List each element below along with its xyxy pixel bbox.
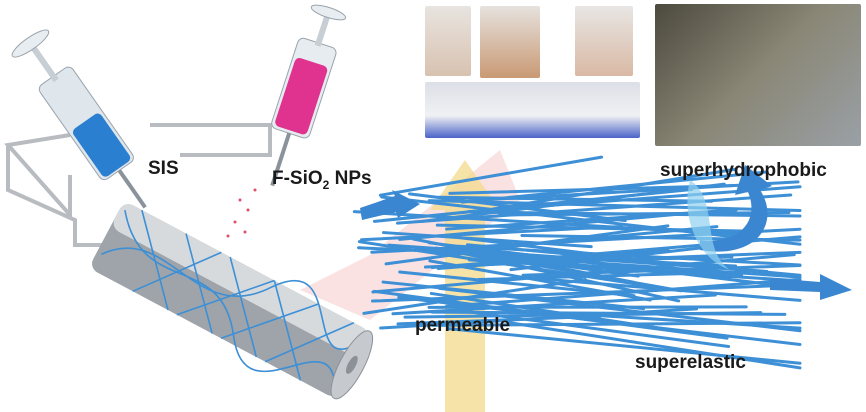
fiber xyxy=(421,182,726,223)
fiber xyxy=(514,275,802,302)
photo-hand-sensor xyxy=(480,6,540,78)
fiber xyxy=(372,289,729,340)
fiber xyxy=(437,195,714,203)
photo-circuit-board xyxy=(655,4,861,146)
label-nps-suffix: NPs xyxy=(329,168,372,189)
fiber xyxy=(445,208,738,231)
fiber xyxy=(521,263,802,277)
fiber xyxy=(521,255,734,264)
fiber xyxy=(508,321,802,370)
label-sis: SIS xyxy=(148,158,179,179)
label-f-sio2-nps: F-SiO2 NPs xyxy=(272,168,372,192)
support-frame xyxy=(4,123,272,247)
nps-syringe xyxy=(270,4,347,187)
stretch-arrows xyxy=(360,165,852,300)
fiber xyxy=(497,211,791,217)
fiber xyxy=(357,240,683,293)
particle-spray xyxy=(226,188,257,238)
fiber xyxy=(408,192,627,223)
fiber xyxy=(403,311,763,319)
fiber xyxy=(467,310,731,348)
fiber xyxy=(492,225,719,250)
label-superelastic: superelastic xyxy=(635,352,746,373)
photo-led-strip xyxy=(425,82,640,138)
fiber xyxy=(427,199,802,213)
fiber xyxy=(362,278,587,315)
fiber xyxy=(445,277,802,308)
fiber xyxy=(378,155,604,197)
fiber xyxy=(480,257,744,277)
fiber xyxy=(460,170,769,204)
sis-syringe xyxy=(11,29,147,209)
fiber xyxy=(438,250,802,279)
fiber xyxy=(398,270,636,298)
permeable-arrow xyxy=(430,160,500,412)
fiber xyxy=(382,231,593,249)
roller-collector xyxy=(92,204,374,400)
label-nps-sub: 2 xyxy=(322,177,330,192)
water-splash xyxy=(687,180,730,270)
fiber xyxy=(509,242,735,272)
label-nps-prefix: F-SiO xyxy=(272,168,323,189)
fiber xyxy=(398,212,685,241)
photo-finger-sensor xyxy=(425,6,471,76)
label-superhydrophobic: superhydrophobic xyxy=(660,160,827,181)
fiber-mat xyxy=(352,155,802,370)
photo-finger-touch xyxy=(575,6,633,76)
fiber xyxy=(371,283,802,303)
label-permeable: permeable xyxy=(415,315,511,336)
